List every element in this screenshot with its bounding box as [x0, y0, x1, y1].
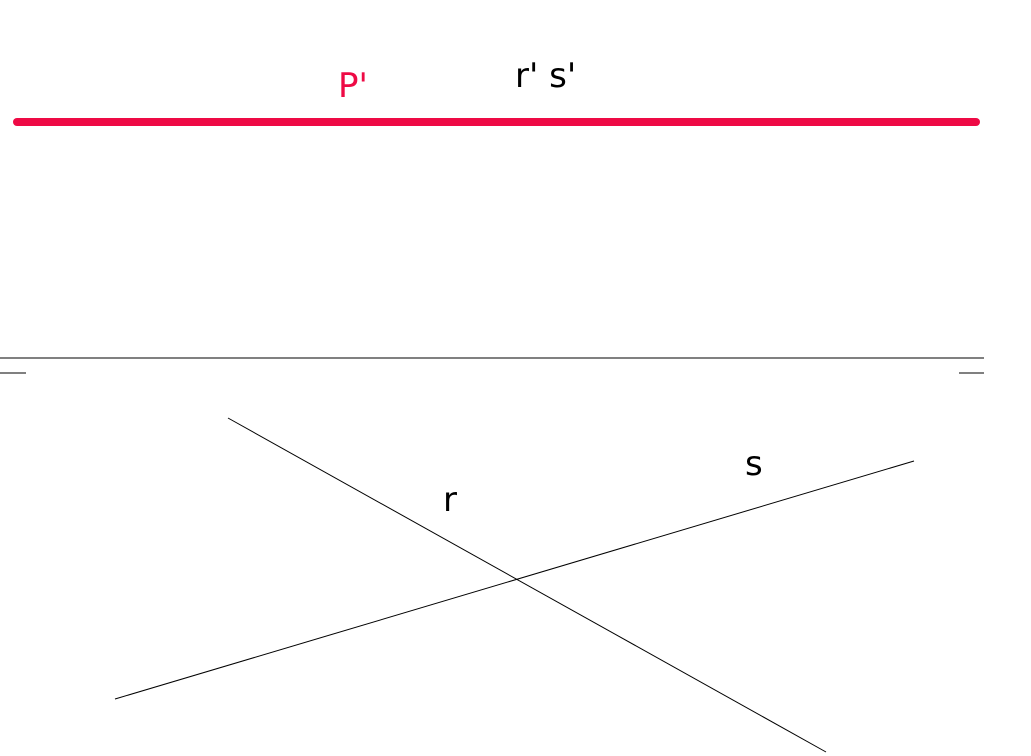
line-s-label: s	[745, 444, 763, 484]
line-r-label: r	[443, 480, 457, 520]
plane-trace-label: P'	[338, 66, 368, 106]
projection-pair-label: r' s'	[515, 56, 576, 96]
line-r	[227, 417, 827, 753]
line-s	[114, 460, 915, 700]
